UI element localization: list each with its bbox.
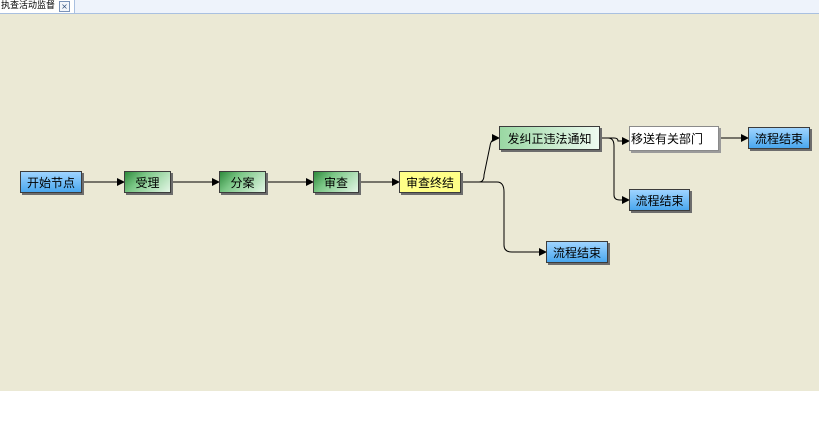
connector-to-transfer: [600, 137, 630, 145]
node-assign[interactable]: 分案: [219, 171, 266, 193]
node-review-end[interactable]: 审查终结: [399, 171, 461, 193]
tab-workflow-monitor[interactable]: 执查活动监督 ×: [0, 0, 76, 13]
node-label: 审查终结: [405, 175, 454, 190]
tab-bar: 执查活动监督 ×: [0, 0, 819, 14]
node-start[interactable]: 开始节点: [20, 171, 82, 193]
connector-layer: [82, 134, 749, 256]
node-label: 流程结束: [552, 245, 601, 260]
node-end-3[interactable]: 流程结束: [546, 241, 608, 263]
node-end-2[interactable]: 流程结束: [629, 189, 690, 211]
node-label: 移送有关部门: [631, 132, 704, 146]
node-label: 受理: [135, 175, 160, 190]
node-correction-notice[interactable]: 发纠正违法通知: [499, 126, 600, 150]
node-label: 流程结束: [754, 131, 803, 146]
connector-to-end-3: [461, 181, 547, 256]
node-label: 分案: [230, 175, 255, 190]
node-transfer-department[interactable]: 移送有关部门: [629, 126, 719, 151]
node-label: 流程结束: [635, 193, 684, 208]
connector-to-notice: [461, 134, 500, 183]
node-label: 审查: [323, 175, 348, 190]
tab-title: 执查活动监督: [1, 1, 56, 11]
node-accept[interactable]: 受理: [124, 171, 171, 193]
node-end-1[interactable]: 流程结束: [748, 127, 810, 149]
connector-to-end-2: [600, 137, 630, 204]
workflow-canvas: 开始节点 受理 分案 审查 审查终结 发纠正违法通知 移送有关部门 流程结束 流…: [0, 14, 819, 391]
close-icon[interactable]: ×: [59, 1, 71, 12]
node-review[interactable]: 审查: [313, 171, 359, 193]
node-label: 发纠正违法通知: [507, 131, 592, 146]
node-label: 开始节点: [26, 175, 75, 190]
